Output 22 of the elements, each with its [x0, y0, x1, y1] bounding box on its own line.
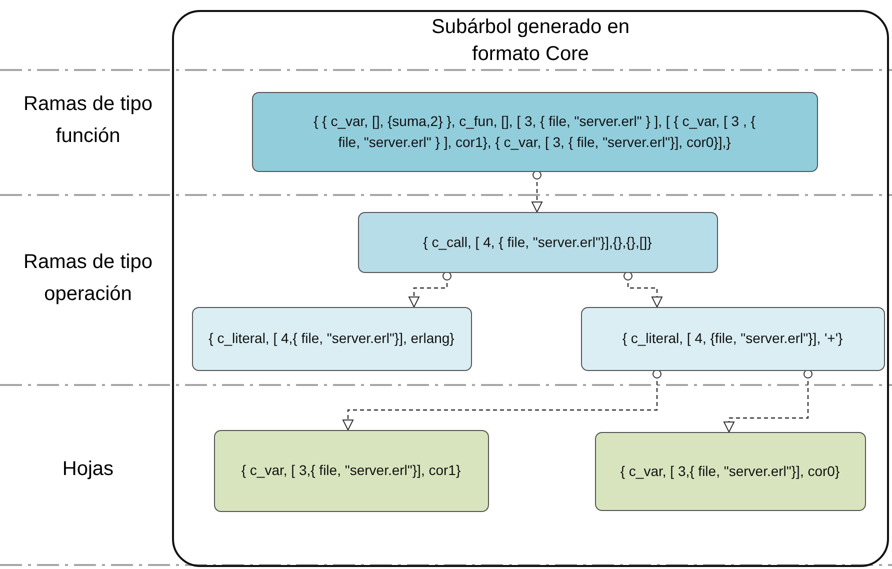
code-text: { { c_var, [], {suma,2} }, c_fun, [], [ 3, { file, "server.erl" } ], [ { c_var, [ 3 , { file, "server.erl" } ], cor1}, { c_var, [ 3, { file, "server.erl"}], cor0}],}	[312, 112, 756, 152]
frame-title: Subárbol generado en formato Core	[430, 15, 630, 67]
connector-arrow	[532, 170, 542, 212]
code-text: { c_var, [ 3,{ file, "server.erl"}], cor1}	[241, 461, 461, 480]
frame	[172, 10, 889, 567]
operation-box	[192, 306, 472, 370]
code-text: { c_call, [ 4, { file, "server.erl"}],{},{},[]}	[423, 232, 652, 252]
leaf-box	[214, 430, 488, 512]
operation-box	[358, 212, 718, 272]
code-text: { c_var, [ 3,{ file, "server.erl"}], cor0}	[620, 462, 840, 481]
function-box	[252, 92, 818, 172]
connector-arrow	[408, 272, 452, 308]
connector-arrow	[624, 272, 662, 308]
operation-box	[580, 306, 884, 370]
connector-arrow	[342, 370, 662, 430]
code-text: { c_literal, [ 4,{ file, "server.erl"}], erlang}	[208, 329, 454, 348]
leaf-box	[594, 432, 866, 510]
connector-arrow	[724, 370, 812, 432]
row-label: Ramas de tipo operación	[22, 250, 154, 307]
code-text: { c_literal, [ 4, {file, "server.erl"}], '+'}	[622, 329, 843, 348]
row-label: Hojas	[61, 457, 115, 482]
row-label: Ramas de tipo función	[22, 92, 154, 149]
